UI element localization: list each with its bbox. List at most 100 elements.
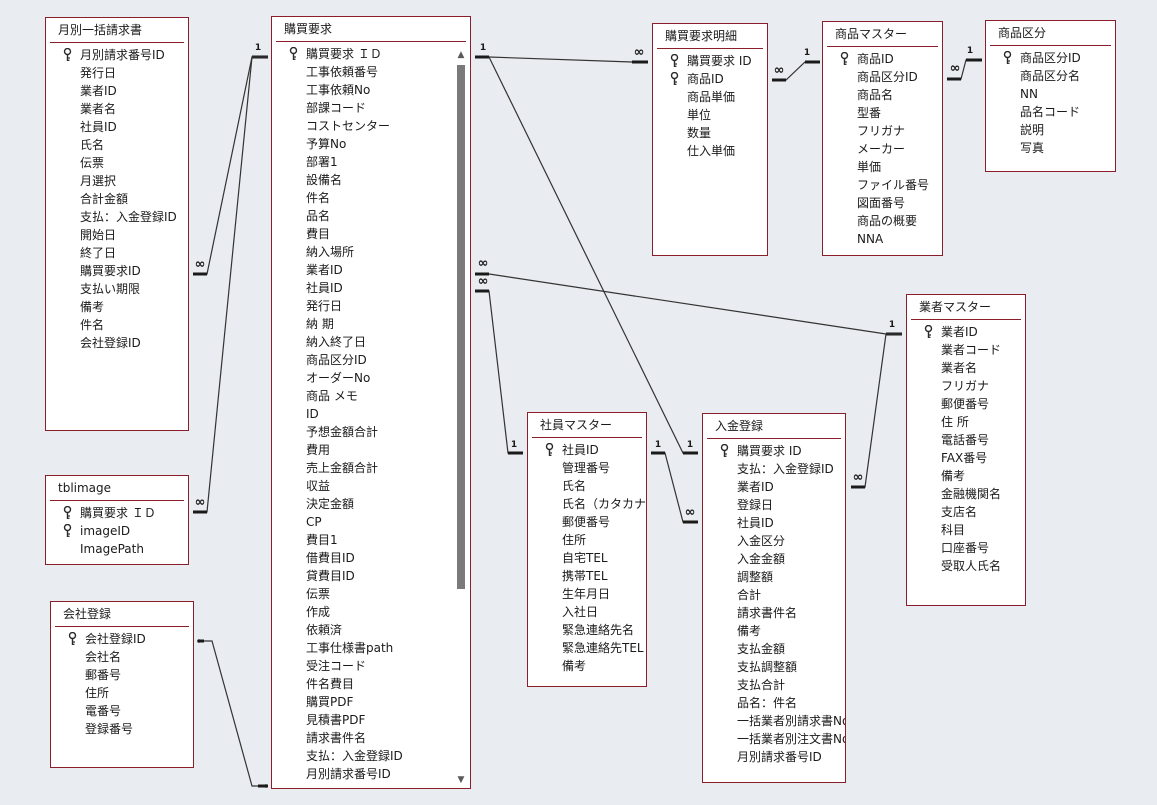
field[interactable]: 社員ID: [272, 279, 470, 297]
table-title[interactable]: 商品マスター: [835, 27, 908, 41]
field[interactable]: 入社日: [528, 603, 646, 621]
field[interactable]: 緊急連絡先名: [528, 621, 646, 639]
field[interactable]: 品名コード: [986, 103, 1115, 121]
field[interactable]: 一括業者別請求書No: [703, 712, 845, 730]
field[interactable]: 工事依頼番号: [272, 63, 470, 81]
field[interactable]: 管理番号: [528, 459, 646, 477]
table-title[interactable]: 商品区分: [998, 26, 1047, 40]
relationship-line[interactable]: [651, 452, 698, 523]
field[interactable]: 品名: [272, 207, 470, 225]
field[interactable]: 電話番号: [907, 431, 1025, 449]
relationship-line[interactable]: [947, 59, 982, 80]
field[interactable]: 住所: [528, 531, 646, 549]
field[interactable]: 氏名: [46, 136, 188, 154]
field[interactable]: 説明: [986, 121, 1115, 139]
relationship-purchase-detail[interactable]: 1∞: [475, 43, 648, 64]
field[interactable]: 伝票: [272, 585, 470, 603]
field[interactable]: 貸費目ID: [272, 567, 470, 585]
table-title[interactable]: 業者マスター: [919, 300, 992, 314]
field[interactable]: 工事仕様書path: [272, 639, 470, 657]
primary-key-field[interactable]: 購買要求 ＩＤ: [46, 504, 188, 522]
field[interactable]: 住所: [51, 684, 193, 702]
field[interactable]: 品名：件名: [703, 694, 845, 712]
field[interactable]: 備考: [46, 298, 188, 316]
field[interactable]: 工事依頼No: [272, 81, 470, 99]
field[interactable]: 依頼済: [272, 621, 470, 639]
relationship-product-category[interactable]: ∞1: [947, 46, 982, 81]
primary-key-field[interactable]: 業者ID: [907, 323, 1025, 341]
field[interactable]: 商品区分名: [986, 67, 1115, 85]
relationship-line[interactable]: [193, 56, 268, 275]
table-title[interactable]: tblimage: [58, 481, 112, 495]
field[interactable]: 終了日: [46, 244, 188, 262]
field[interactable]: フリガナ: [907, 377, 1025, 395]
field[interactable]: 郵便番号: [907, 395, 1025, 413]
relationship-line[interactable]: [475, 56, 648, 63]
field[interactable]: 月別請求番号ID: [272, 765, 470, 783]
field[interactable]: 商品区分ID: [272, 351, 470, 369]
field[interactable]: 借費目ID: [272, 549, 470, 567]
field[interactable]: 業者コード: [907, 341, 1025, 359]
field[interactable]: 商品の概要: [823, 212, 942, 230]
field[interactable]: 受注コード: [272, 657, 470, 675]
field[interactable]: NN: [986, 85, 1115, 103]
relationship-line[interactable]: [193, 56, 268, 513]
field[interactable]: 件名費目: [272, 675, 470, 693]
field[interactable]: 見積書PDF: [272, 711, 470, 729]
field[interactable]: 請求書件名: [703, 604, 845, 622]
field[interactable]: 発行日: [46, 64, 188, 82]
relationship-line[interactable]: [198, 640, 268, 787]
scroll-up-icon[interactable]: ▲: [457, 50, 465, 60]
table-employee[interactable]: 社員マスター社員ID管理番号氏名氏名（カタカナ）郵便番号住所自宅TEL携帯TEL…: [527, 412, 647, 687]
field[interactable]: 登録日: [703, 496, 845, 514]
field[interactable]: 予算No: [272, 135, 470, 153]
field[interactable]: 商品 メモ: [272, 387, 470, 405]
primary-key-field[interactable]: imageID: [46, 522, 188, 540]
field[interactable]: 納入終了日: [272, 333, 470, 351]
field[interactable]: 口座番号: [907, 539, 1025, 557]
field[interactable]: 部署1: [272, 153, 470, 171]
field[interactable]: 単価: [823, 158, 942, 176]
field[interactable]: 納 期: [272, 315, 470, 333]
field[interactable]: ID: [272, 405, 470, 423]
relationship-purchase-vendor[interactable]: ∞1: [475, 256, 902, 336]
field[interactable]: 費目1: [272, 531, 470, 549]
field[interactable]: 支店名: [907, 503, 1025, 521]
field[interactable]: 業者ID: [272, 261, 470, 279]
field[interactable]: 備考: [528, 657, 646, 675]
field[interactable]: 費用: [272, 441, 470, 459]
field[interactable]: 月別請求番号ID: [703, 748, 845, 766]
primary-key-field[interactable]: 社員ID: [528, 441, 646, 459]
relationship-line[interactable]: [851, 333, 902, 488]
field[interactable]: 合計: [703, 586, 845, 604]
field[interactable]: FAX番号: [907, 449, 1025, 467]
field[interactable]: コストセンター: [272, 117, 470, 135]
field[interactable]: 生年月日: [528, 585, 646, 603]
field[interactable]: 支払金額: [703, 640, 845, 658]
field[interactable]: 発行日: [272, 297, 470, 315]
field[interactable]: メーカー: [823, 140, 942, 158]
field[interactable]: 件名: [272, 189, 470, 207]
field[interactable]: 業者名: [907, 359, 1025, 377]
field[interactable]: 業者名: [46, 100, 188, 118]
field[interactable]: 件名: [46, 316, 188, 334]
field[interactable]: 入金金額: [703, 550, 845, 568]
field[interactable]: 売上金額合計: [272, 459, 470, 477]
field[interactable]: 収益: [272, 477, 470, 495]
field[interactable]: 伝票: [46, 154, 188, 172]
primary-key-field[interactable]: 月別請求番号ID: [46, 46, 188, 64]
field[interactable]: 電番号: [51, 702, 193, 720]
relationship-monthly-purchase[interactable]: ∞1: [193, 43, 268, 276]
field[interactable]: 郵便番号: [528, 513, 646, 531]
relationship-payment-vendor[interactable]: ∞: [851, 333, 902, 489]
field[interactable]: 商品単価: [653, 88, 767, 106]
field[interactable]: 備考: [907, 467, 1025, 485]
table-title[interactable]: 社員マスター: [540, 418, 613, 432]
field[interactable]: 支払：入金登録ID: [272, 747, 470, 765]
field[interactable]: 緊急連絡先TEL: [528, 639, 646, 657]
table-title[interactable]: 購買要求明細: [665, 29, 738, 43]
